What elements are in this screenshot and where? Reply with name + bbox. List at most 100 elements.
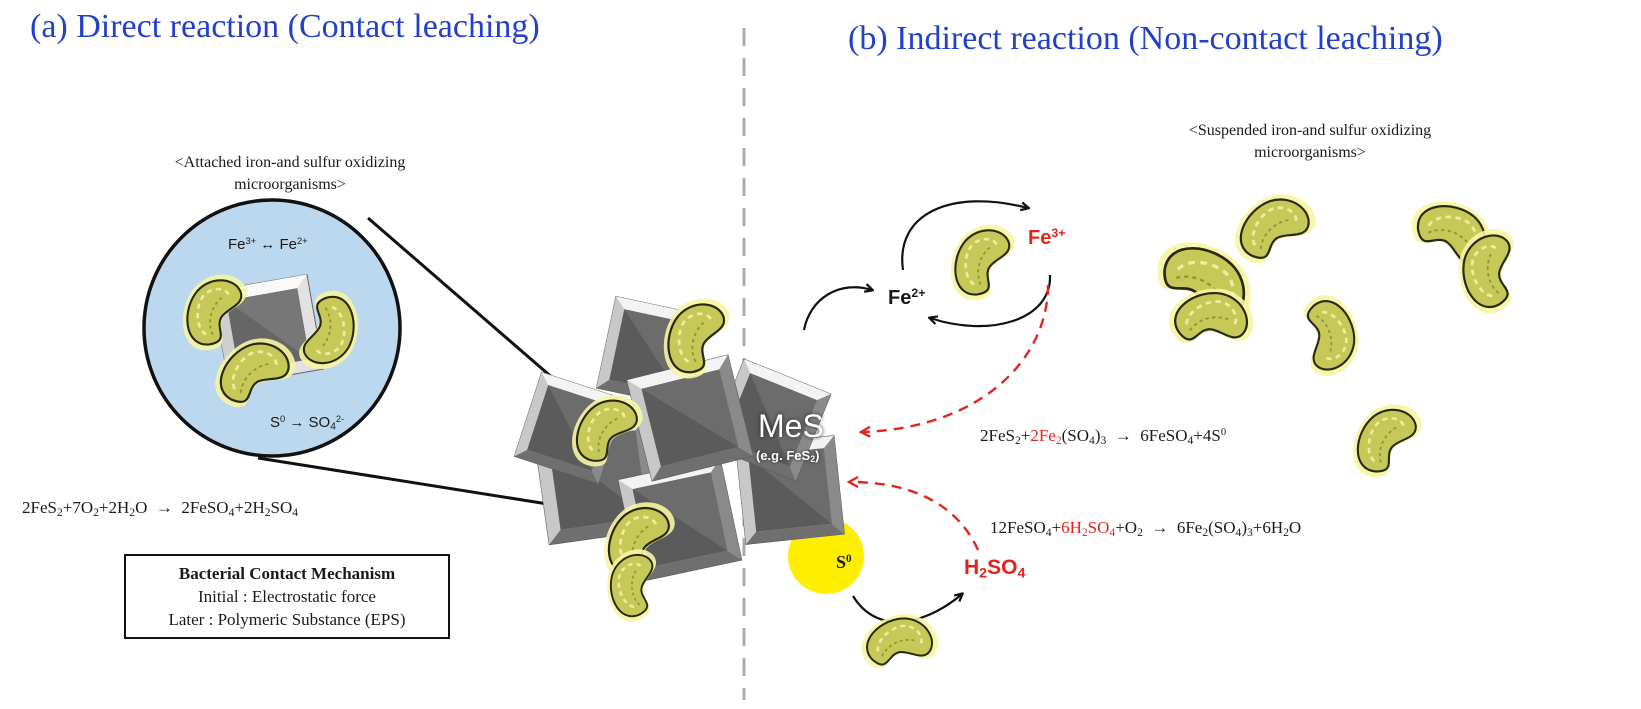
mechanism-title: Bacterial Contact Mechanism [178,564,396,583]
label-part: 2+ [911,286,926,300]
equation-acid: 12FeSO4+6H2SO4+O2 → 6Fe2(SO4)3+6H2O [990,518,1301,539]
eq-part: SO [308,414,331,432]
label-part: 3+ [1051,226,1066,240]
inset-circle [142,198,402,458]
eq-part: +O [1115,518,1138,537]
inset-sulfur-equation: S0 → SO42- [270,414,344,433]
eq-part: Fe [228,236,246,254]
eq-part: 12FeSO [990,518,1046,537]
label-mes: MeS [758,408,824,444]
eq-part: 2 [93,505,99,519]
curved-arrow-icon [802,287,872,331]
eq-part: +7O [62,498,94,517]
eq-part: ) [1094,426,1101,445]
caption-suspended: <Suspended iron-and sulfur oxidizing mic… [1130,120,1490,164]
eq-part: Fe [279,236,297,254]
bacterium-icon [939,213,1021,310]
caption-attached: <Attached iron-and sulfur oxidizing micr… [110,152,470,196]
label-fe3: Fe3+ [1028,226,1065,250]
eq-part: 4 [228,505,235,519]
caption-line: microorganisms> [1254,144,1366,161]
label-part: 4 [1017,565,1026,582]
eq-part: 4 [292,505,299,519]
eq-part: 4 [1045,525,1052,539]
eq-part: +4S [1193,426,1221,445]
eq-part: 2 [1014,433,1021,447]
label-mes-example: (e.g. FeS2) [756,448,819,464]
mechanism-box: Bacterial Contact Mechanism Initial : El… [124,554,450,639]
eq-part: +2H [234,498,265,517]
eq-part: 2Fe [1030,426,1056,445]
eq-part: 2 [56,505,63,519]
eq-part: 2 [1055,433,1062,447]
eq-part: + [1051,518,1062,537]
eq-part: 3 [1100,433,1107,447]
eq-part: 2FeS [980,426,1015,445]
eq-part: → 6FeSO [1106,426,1188,445]
eq-part: 3+ [245,236,257,246]
eq-part: 2 [129,505,136,519]
label-part: S [836,552,847,572]
label-part: Fe [888,286,912,309]
label-s0: S0 [836,552,852,573]
curved-arrow-icon [901,200,1028,271]
eq-part: (SO [1061,426,1090,445]
dashed-arrow-icon [850,482,980,551]
label-fe2: Fe2+ [888,286,925,310]
label-part: Fe [1028,226,1052,249]
eq-part: 3 [1246,525,1253,539]
label-part: 2 [979,565,988,582]
eq-part: S [270,414,281,432]
label-part: ) [815,448,820,463]
eq-part: 2FeS [22,498,57,517]
bacterium-icon [1339,389,1429,489]
eq-part: → 6Fe [1142,518,1203,537]
eq-part: 4 [1187,433,1194,447]
label-part: SO [987,556,1018,579]
caption-line: <Attached iron-and sulfur oxidizing [174,154,406,171]
curved-arrow-icon [930,274,1052,328]
eq-part: 0 [280,414,286,424]
eq-part: 2 [1137,525,1143,539]
eq-part: 2 [1283,525,1289,539]
caption-line: microorganisms> [234,176,346,193]
eq-part: SO [1087,518,1110,537]
title-direct: (a) Direct reaction (Contact leaching) [30,8,540,45]
eq-part: 2- [335,414,345,424]
mechanism-line: Later : Polymeric Substance (EPS) [168,610,406,629]
eq-part: 2 [264,505,271,519]
eq-part: (SO [1208,518,1236,537]
eq-part: 2+ [296,236,308,246]
eq-part: +2H [98,498,130,517]
eq-part: 6H [1061,518,1082,537]
eq-part: O [1288,518,1302,537]
eq-part: 4 [1109,525,1116,539]
mechanism-line: Initial : Electrostatic force [198,587,376,606]
eq-part: 4 [330,421,336,433]
eq-part: 4 [1089,433,1095,447]
eq-part: 4 [1235,525,1242,539]
label-part: 0 [846,552,852,565]
equation-direct: 2FeS2+7O2+2H2O → 2FeSO4+2H2SO4 [22,498,298,519]
bacterium-icon [1292,287,1369,382]
title-indirect: (b) Indirect reaction (Non-contact leach… [848,20,1443,57]
eq-part: ) [1241,518,1247,537]
eq-part: ↔ [256,236,280,254]
inset-connector-bottom [257,456,599,514]
eq-part: → [285,414,309,432]
eq-part: 2 [1081,525,1088,539]
bacterium-icon [1220,177,1324,278]
eq-part: SO [270,498,293,517]
eq-part: 2 [1202,525,1209,539]
label-h2so4: H2SO4 [964,556,1025,582]
label-part: H [964,556,980,579]
eq-part: 0 [1220,427,1227,439]
inset-iron-equation: Fe3+ ↔ Fe2+ [228,236,308,253]
mineral-pile [513,287,864,623]
eq-part: + [1020,426,1031,445]
label-part: (e.g. FeS [756,448,811,463]
label-part: 2 [810,454,816,465]
caption-line: <Suspended iron-and sulfur oxidizing [1188,122,1432,139]
eq-part: O → 2FeSO [135,498,229,517]
